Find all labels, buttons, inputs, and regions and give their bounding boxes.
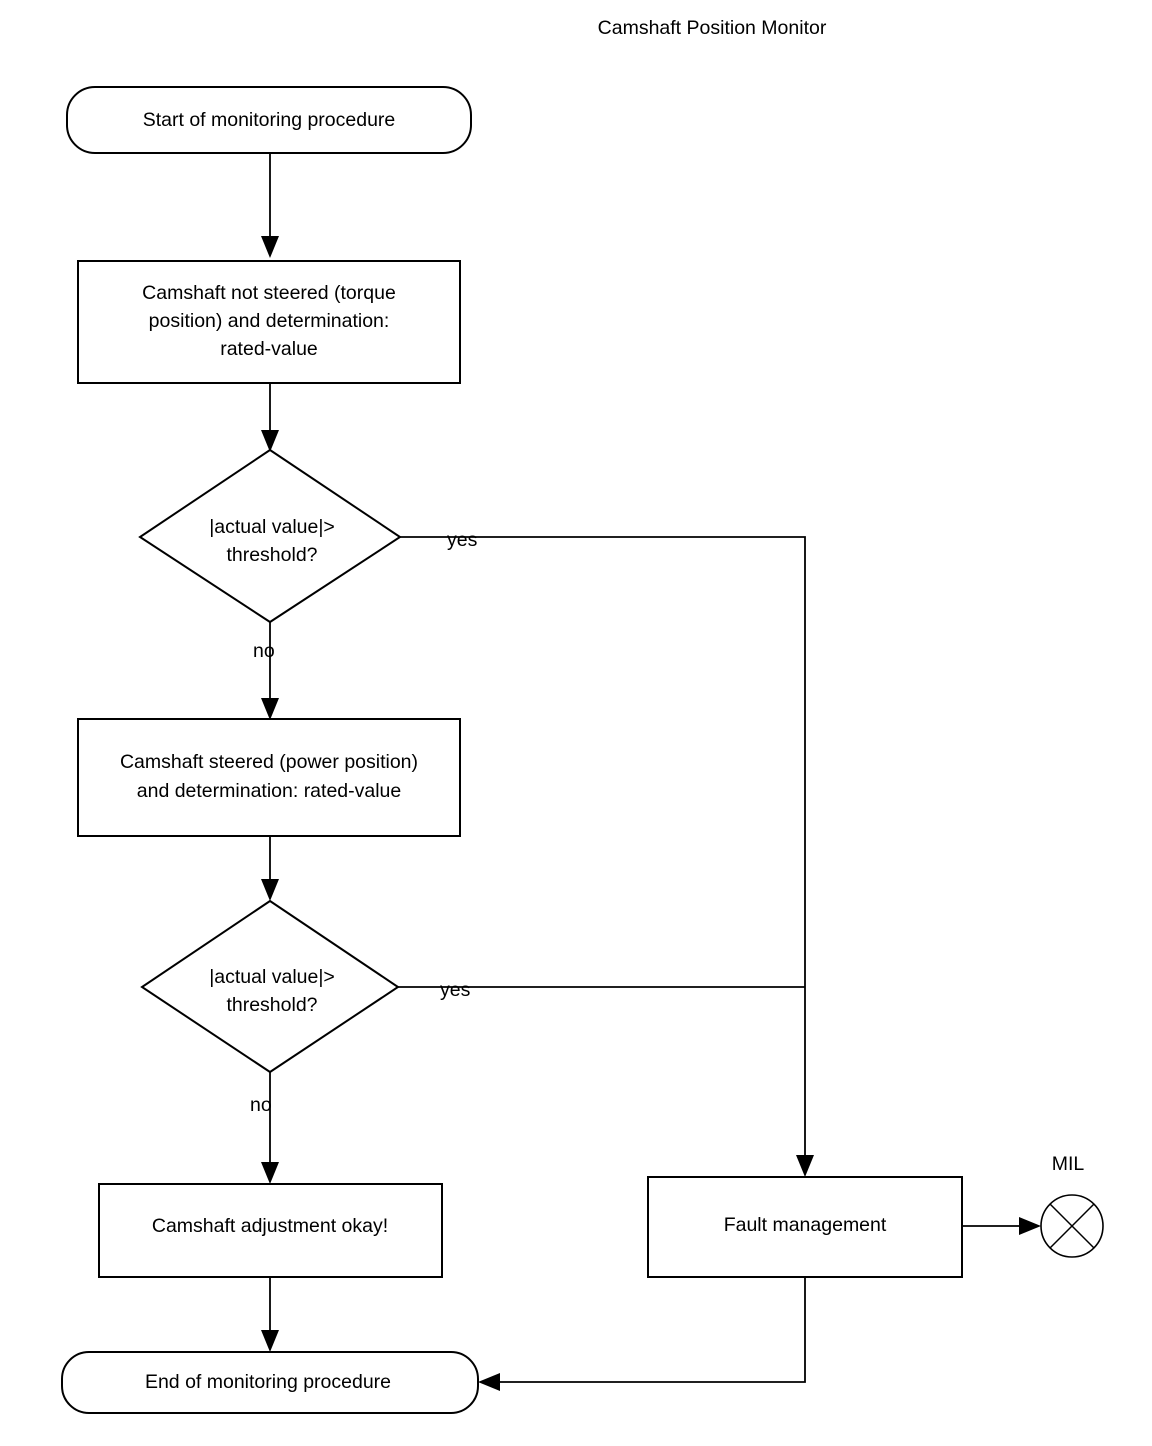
end-label: End of monitoring procedure	[145, 1371, 391, 1393]
connector-fault-to-end	[478, 1277, 806, 1391]
page-title: Camshaft Position Monitor	[598, 17, 827, 39]
connector-decision1-no	[261, 622, 279, 720]
node-end[interactable]: End of monitoring procedure	[61, 1351, 479, 1414]
process-power-shape	[77, 718, 461, 837]
node-process-power[interactable]: Camshaft steered (power position) and de…	[77, 718, 461, 837]
node-start[interactable]: Start of monitoring procedure	[66, 86, 472, 154]
node-decision-2[interactable]: |actual value|> threshold?	[140, 899, 400, 1074]
connector-start-to-torque	[261, 153, 279, 258]
connector-ok-to-end	[261, 1277, 279, 1352]
decision-2-shape	[140, 899, 400, 1074]
start-shape	[66, 86, 472, 154]
node-fault-management[interactable]: Fault management	[647, 1176, 963, 1278]
decision-1-no-label: no	[253, 640, 275, 662]
decision-2-yes-label: yes	[440, 979, 471, 1001]
decision-2-line2: threshold?	[226, 994, 317, 1016]
fault-management-shape	[647, 1176, 963, 1278]
node-decision-1[interactable]: |actual value|> threshold?	[138, 448, 402, 624]
process-torque-shape	[77, 260, 461, 384]
mil-label: MIL	[1052, 1153, 1085, 1175]
connector-power-to-decision2	[261, 836, 279, 901]
decision-1-shape	[138, 448, 402, 624]
start-label: Start of monitoring procedure	[143, 109, 396, 131]
decision-2-no-label: no	[250, 1094, 272, 1116]
end-shape	[61, 1351, 479, 1414]
adjustment-ok-label: Camshaft adjustment okay!	[152, 1215, 388, 1237]
adjustment-ok-shape	[98, 1183, 443, 1278]
node-process-torque[interactable]: Camshaft not steered (torque position) a…	[77, 260, 461, 384]
mil-lamp-icon	[1040, 1194, 1104, 1258]
process-power-line1: Camshaft steered (power position)	[120, 751, 418, 773]
connector-fault-to-mil	[962, 1217, 1041, 1235]
decision-1-line1: |actual value|>	[209, 516, 335, 538]
decision-1-yes-label: yes	[447, 529, 478, 551]
process-torque-line1: Camshaft not steered (torque	[142, 282, 396, 304]
decision-2-line1: |actual value|>	[209, 966, 335, 988]
connector-decision1-yes	[400, 536, 814, 1177]
fault-management-label: Fault management	[724, 1214, 887, 1236]
process-torque-line2: position) and determination:	[149, 310, 390, 332]
connector-torque-to-decision1	[261, 383, 279, 452]
process-power-line2: and determination: rated-value	[137, 780, 402, 802]
decision-1-line2: threshold?	[226, 544, 317, 566]
process-torque-line3: rated-value	[220, 338, 318, 360]
connector-decision2-no	[261, 1072, 279, 1184]
node-adjustment-ok[interactable]: Camshaft adjustment okay!	[98, 1183, 443, 1278]
